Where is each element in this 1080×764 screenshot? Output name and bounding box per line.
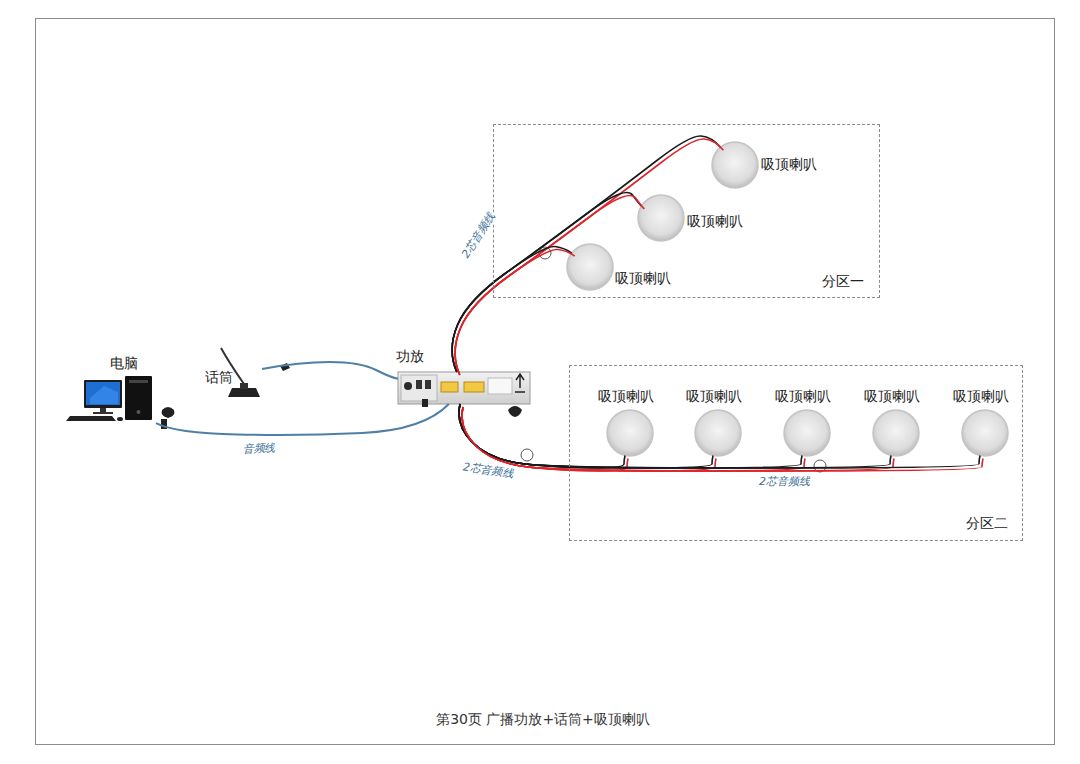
device-label: 话筒 (205, 369, 233, 386)
cable-core-red (462, 407, 628, 471)
cable-core-black (452, 246, 572, 372)
cable-core-black (459, 404, 980, 468)
zone-box: 分区一吸顶喇叭吸顶喇叭吸顶喇叭 (493, 124, 880, 298)
speaker-node: 吸顶喇叭 (567, 244, 613, 290)
zone-label: 分区二 (966, 515, 1008, 532)
speaker-cable (459, 404, 716, 471)
device-label: 吸顶喇叭 (615, 270, 671, 287)
speaker-node: 吸顶喇叭 (638, 195, 684, 241)
device-label: 吸顶喇叭 (953, 388, 1009, 405)
device-label: 吸顶喇叭 (864, 388, 920, 405)
cable-core-red (455, 139, 723, 375)
audio-cable (262, 362, 398, 379)
cable-label: 音频线 (240, 441, 278, 456)
cable-core-black (459, 404, 891, 468)
cable-core-black (452, 193, 641, 373)
page-caption: 第30页 广播功放+话筒+吸顶喇叭 (436, 711, 650, 729)
speaker-cable (452, 246, 575, 375)
device-label: 吸顶喇叭 (687, 213, 743, 230)
speaker-cable (459, 404, 983, 471)
zone-label: 分区一 (822, 273, 864, 290)
cable-core-red (455, 249, 575, 375)
cable-line (262, 362, 398, 379)
speaker-cable (459, 404, 628, 471)
cable-core-black (459, 404, 625, 468)
speaker-node: 吸顶喇叭 (712, 142, 758, 188)
cable-core-black (459, 404, 802, 468)
speaker-node: 吸顶喇叭 (962, 410, 1008, 456)
audio-cable (156, 404, 449, 435)
device-label: 功放 (396, 348, 424, 365)
cable-core-red (462, 407, 983, 471)
amplifier-icon (398, 372, 530, 417)
device-label: 吸顶喇叭 (761, 156, 817, 173)
computer-icon (66, 376, 174, 429)
speaker-node: 吸顶喇叭 (607, 410, 653, 456)
device-label: 吸顶喇叭 (598, 388, 654, 405)
computer-node: 电脑 (64, 374, 156, 424)
microphone-node: 话筒 (228, 346, 262, 398)
speaker-node: 吸顶喇叭 (873, 410, 919, 456)
cable-label: 2芯音频线 (757, 475, 812, 488)
amplifier-node: 功放 (398, 372, 530, 404)
speaker-cable (459, 404, 894, 471)
device-label: 电脑 (110, 355, 138, 372)
cable-core-red (462, 407, 894, 471)
device-label: 吸顶喇叭 (775, 388, 831, 405)
cable-line (156, 404, 449, 435)
ceiling-speakers (567, 142, 1008, 456)
zone-box: 分区二吸顶喇叭吸顶喇叭吸顶喇叭吸顶喇叭吸顶喇叭 (569, 365, 1023, 541)
speaker-node: 吸顶喇叭 (784, 410, 830, 456)
cable-marker (521, 247, 826, 472)
device-label: 吸顶喇叭 (686, 388, 742, 405)
cable-label: 2芯音频线 (460, 460, 516, 481)
page-frame (36, 19, 1055, 745)
speaker-node: 吸顶喇叭 (695, 410, 741, 456)
